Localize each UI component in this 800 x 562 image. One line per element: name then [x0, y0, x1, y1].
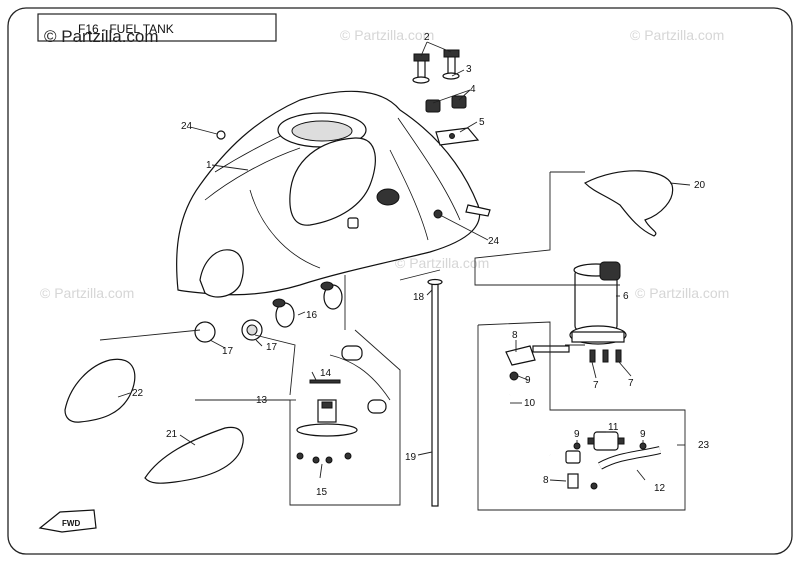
callout-9c: 9: [640, 429, 646, 440]
callout-leaders: [117, 41, 691, 482]
callout-17a: 17: [222, 346, 234, 357]
partzilla-watermark-main: © Partzilla.com: [44, 27, 159, 46]
tank-pad-22: [64, 358, 136, 423]
watermark-4: © Partzilla.com: [395, 255, 489, 271]
callout-8a: 8: [512, 330, 518, 341]
callout-2: 2: [424, 32, 430, 43]
title-box: [37, 13, 277, 42]
callout-22: 22: [132, 388, 144, 399]
callout-13: 13: [256, 395, 268, 406]
callout-4: 4: [470, 84, 476, 95]
rubber-grommets: [194, 281, 343, 343]
callout-24a: 24: [181, 121, 193, 132]
drain-rod: [427, 278, 443, 507]
callout-23: 23: [698, 440, 710, 451]
callout-3: 3: [466, 64, 472, 75]
diagram-border: [7, 7, 793, 555]
washer-top: [216, 130, 226, 140]
callout-5: 5: [479, 117, 485, 128]
callout-labels: 1 2 3 4 5 6 7 7 8 8 9 9 9 10 11 12 13 14…: [132, 32, 710, 498]
fwd-label: FWD: [62, 519, 80, 528]
callout-7a: 7: [593, 380, 599, 391]
callout-9a: 9: [525, 375, 531, 386]
diagram-title: F16 - FUEL TANK: [78, 22, 174, 36]
callout-8b: 8: [543, 475, 549, 486]
callout-14: 14: [320, 368, 332, 379]
hose-assembly: [505, 345, 661, 490]
mounting-bolts: [412, 49, 480, 146]
callout-16: 16: [306, 310, 318, 321]
watermark-3: © Partzilla.com: [40, 285, 134, 301]
watermark-5: © Partzilla.com: [635, 285, 729, 301]
callout-11: 11: [608, 422, 619, 433]
callout-20: 20: [694, 180, 706, 191]
callout-1: 1: [206, 160, 212, 171]
callout-21: 21: [166, 429, 178, 440]
fuel-pump: [565, 261, 627, 363]
callout-24b: 24: [488, 236, 500, 247]
callout-9b: 9: [574, 429, 580, 440]
callout-15: 15: [316, 487, 328, 498]
fuel-tank: [176, 90, 491, 298]
watermark-2: © Partzilla.com: [630, 27, 724, 43]
tank-pad-21: [144, 426, 244, 484]
fuel-level-sender: [296, 345, 391, 464]
callout-17b: 17: [266, 342, 278, 353]
assembly-boxes: [99, 171, 686, 511]
tank-pad-20: [583, 170, 674, 237]
callout-19: 19: [405, 452, 417, 463]
callout-6: 6: [623, 291, 629, 302]
callout-18: 18: [413, 292, 425, 303]
callout-12: 12: [654, 483, 666, 494]
callout-7b: 7: [628, 378, 634, 389]
watermark-1: © Partzilla.com: [340, 27, 434, 43]
callout-10: 10: [524, 398, 536, 409]
fwd-arrow-icon: FWD: [38, 509, 97, 533]
